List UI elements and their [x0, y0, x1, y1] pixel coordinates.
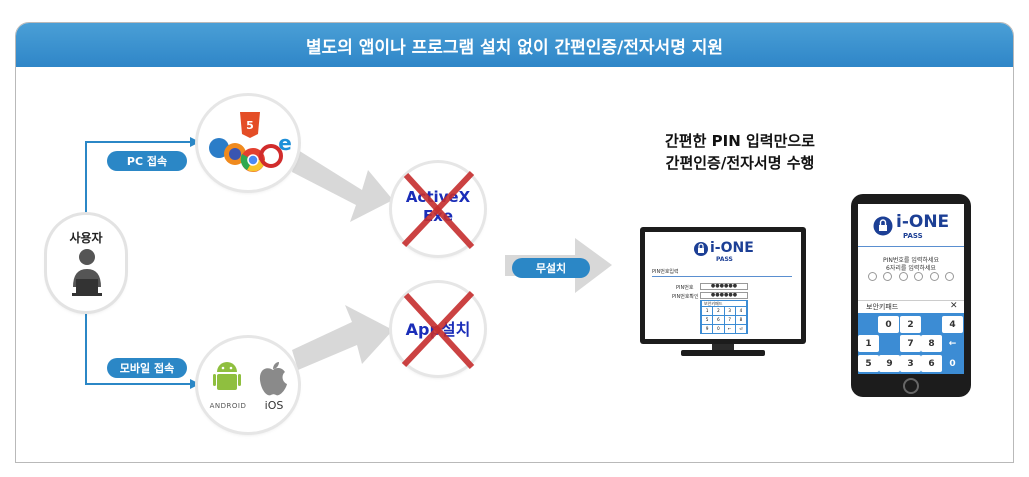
headline-line1: 간편한 PIN 입력만으로	[665, 132, 815, 150]
phone-divider	[858, 246, 964, 247]
phone-keypad-title: 보안키패드	[866, 303, 899, 311]
monitor-key[interactable]: 4	[735, 307, 746, 315]
phone-keypad-header: 보안키패드 ✕	[858, 300, 964, 312]
monitor-key[interactable]: 9	[702, 325, 713, 333]
phone-key[interactable]: 4	[942, 316, 963, 333]
monitor-field1[interactable]: ●●●●●●	[700, 283, 748, 290]
phone-key[interactable]: 5	[858, 355, 879, 372]
headline-line2: 간편인증/전자서명 수행	[665, 154, 815, 172]
pin-dot	[883, 272, 893, 281]
user-laptop-icon	[72, 249, 102, 296]
phone-brand-sub: PASS	[903, 232, 923, 240]
close-icon[interactable]: ✕	[950, 301, 958, 311]
monitor-heading: PIN번호입력	[652, 269, 679, 275]
phone-pin-dots	[868, 272, 954, 281]
phone-key[interactable]: 3	[900, 355, 921, 372]
phone-prompt-line1: PIN번호를 입력하세요	[883, 257, 939, 264]
apple-icon	[259, 362, 287, 396]
phone-key[interactable]: 1	[858, 335, 879, 352]
brand-lock-icon	[694, 242, 708, 256]
headline: 간편한 PIN 입력만으로 간편인증/전자서명 수행	[630, 130, 850, 174]
phone-key[interactable]: 7	[900, 335, 921, 352]
opera-icon	[259, 144, 283, 168]
monitor-key[interactable]: 5	[702, 316, 713, 324]
html5-icon: 5	[240, 112, 260, 138]
pin-dot	[898, 272, 908, 281]
no-install-pill: 무설치	[512, 258, 590, 278]
monitor-base	[681, 350, 765, 356]
browser-icons: 5 e	[209, 112, 292, 172]
edge-icon	[209, 138, 229, 158]
pc-access-pill: PC 접속	[107, 151, 187, 171]
phone-key[interactable]: 2	[900, 316, 921, 333]
backspace-icon[interactable]: ←	[942, 335, 963, 352]
monitor-field2[interactable]: ●●●●●●	[700, 292, 748, 299]
chrome-icon	[240, 148, 265, 172]
monitor-neck	[712, 344, 734, 352]
main-frame: 별도의 앱이나 프로그램 설치 없이 간편인증/전자서명 지원	[15, 22, 1014, 463]
monitor-key[interactable]: 8	[735, 316, 746, 324]
ie-icon: e	[278, 131, 292, 155]
monitor-key[interactable]: ←	[724, 325, 735, 333]
svg-text:5: 5	[246, 119, 254, 132]
pin-dot	[914, 272, 924, 281]
monitor-keypad-grid: 1 2 3 4 5 6 7 8 9 0 ← ⏎	[702, 307, 746, 333]
android-label: ANDROID	[209, 402, 247, 410]
monitor-field1-label: PIN번호	[676, 285, 694, 291]
monitor-key[interactable]: 6	[713, 316, 724, 324]
pin-dot	[944, 272, 954, 281]
phone-key[interactable]: 6	[921, 355, 942, 372]
monitor-key[interactable]: 3	[724, 307, 735, 315]
phone-key[interactable]: 0	[942, 355, 963, 372]
monitor-brand-name: i-ONE	[710, 240, 754, 256]
monitor-divider	[652, 276, 792, 277]
phone-brand-name: i-ONE	[896, 212, 950, 232]
monitor-key[interactable]: 2	[713, 307, 724, 315]
activex-cross-icon	[401, 170, 475, 250]
phone-key[interactable]: 0	[878, 316, 899, 333]
monitor-keypad-title: 보안키패드	[702, 301, 746, 306]
phone-key[interactable]: 8	[921, 335, 942, 352]
banner-title: 별도의 앱이나 프로그램 설치 없이 간편인증/전자서명 지원	[16, 23, 1013, 67]
monitor-brand-sub: PASS	[716, 256, 733, 263]
monitor-key[interactable]: ⏎	[735, 325, 746, 333]
phone-brand-lock-icon	[873, 216, 893, 236]
phone-key[interactable]: 9	[879, 355, 900, 372]
monitor-key[interactable]: 7	[724, 316, 735, 324]
monitor-key[interactable]: 0	[713, 325, 724, 333]
app-cross-icon	[401, 290, 475, 370]
monitor-field2-label: PIN번호확인	[672, 294, 699, 300]
home-button[interactable]	[903, 378, 919, 394]
pin-dot	[868, 272, 877, 281]
pin-dot	[929, 272, 939, 281]
mobile-access-pill: 모바일 접속	[107, 358, 187, 378]
phone-prompt-line2: 6자리를 입력하세요	[886, 265, 936, 272]
ios-label: iOS	[264, 399, 284, 412]
monitor-key[interactable]: 1	[702, 307, 713, 315]
user-label: 사용자	[69, 231, 103, 245]
android-icon	[213, 362, 241, 390]
